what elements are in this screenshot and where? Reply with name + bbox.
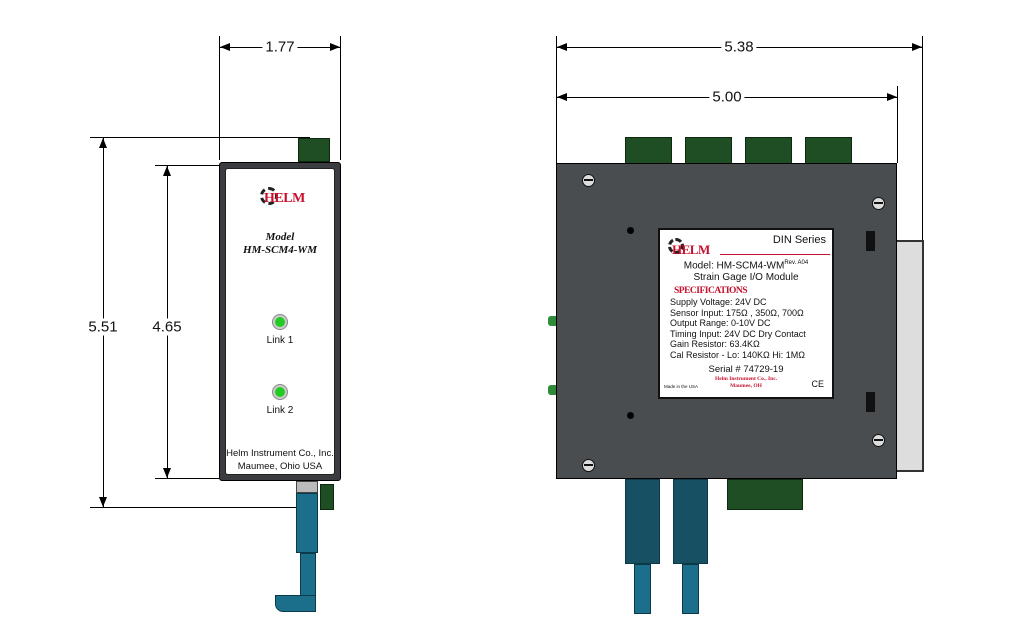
- spec-item: Output Range: 0-10V DC: [670, 318, 771, 328]
- label-company: Helm Instrument Co., Inc.: [714, 376, 778, 382]
- terminal-block: [745, 137, 792, 165]
- dim-text: 4.65: [149, 318, 185, 336]
- top-connector: [298, 138, 330, 162]
- made-in: Made in the USA: [664, 384, 699, 389]
- cable-boot: [296, 493, 318, 553]
- screw-icon: [872, 434, 885, 447]
- rj45-cable-boot: [625, 479, 660, 564]
- rj45-plug: [296, 481, 318, 493]
- serial-number: Serial # 74729-19: [708, 364, 784, 375]
- revision: Rev. A04: [784, 260, 809, 266]
- dim-text: 5.00: [709, 88, 745, 106]
- screw-icon: [582, 174, 595, 187]
- cable: [682, 564, 699, 614]
- led-link1-label: Link 1: [266, 335, 294, 346]
- side-housing: DIN Series HELM Model: HM-SCM4-WMRev. A0…: [556, 163, 897, 479]
- model-name: HM-SCM4-WM: [243, 244, 317, 256]
- screw-icon: [872, 197, 885, 210]
- led-link2: [273, 385, 287, 399]
- ce-mark: CE: [811, 379, 824, 389]
- terminal-block: [685, 137, 732, 165]
- module-name: Strain Gage I/O Module: [693, 272, 799, 284]
- spec-item: Cal Resistor - Lo: 140KΩ Hi: 1MΩ: [670, 349, 805, 360]
- model-name: Model: HM-SCM4-WM: [683, 260, 785, 272]
- helm-wheel-icon: [260, 187, 278, 205]
- spec-label: DIN Series HELM Model: HM-SCM4-WMRev. A0…: [658, 228, 834, 399]
- spec-title: SPECIFICATIONS: [674, 286, 748, 296]
- dim-text: 5.38: [721, 38, 757, 56]
- spec-item: Sensor Input: 175Ω , 350Ω, 700Ω: [670, 307, 804, 318]
- dim-text: 1.77: [262, 38, 298, 56]
- series-label: DIN Series: [772, 234, 826, 246]
- label-city: Maumee, OH: [730, 383, 762, 389]
- dim-text: 5.51: [85, 318, 121, 336]
- spec-item: Gain Resistor: 63.4KΩ: [670, 339, 760, 349]
- cable-bend: [275, 595, 316, 612]
- side-logo: HELM: [672, 242, 710, 257]
- front-panel: HELM Model HM-SCM4-WM Link 1 Link 2 Helm…: [225, 168, 335, 475]
- company-location: Maumee, Ohio USA: [237, 461, 323, 472]
- led-link2-label: Link 2: [266, 405, 294, 416]
- led-link1: [273, 315, 287, 329]
- bottom-terminal-block: [727, 479, 803, 510]
- helm-wheel-icon: [668, 238, 684, 254]
- spec-item: Timing Input: 24V DC Dry Contact: [670, 328, 806, 339]
- front-logo: HELM: [264, 191, 305, 206]
- front-housing: HELM Model HM-SCM4-WM Link 1 Link 2 Helm…: [219, 162, 341, 481]
- company-name: Helm Instrument Co., Inc.: [226, 448, 334, 459]
- terminal-block: [805, 137, 852, 165]
- model-label: Model: [265, 231, 295, 243]
- rj45-cable-boot: [673, 479, 708, 564]
- terminal-block: [625, 137, 672, 165]
- cable: [634, 564, 651, 614]
- spec-item: Supply Voltage: 24V DC: [670, 297, 767, 307]
- screw-icon: [582, 459, 595, 472]
- bottom-connector: [320, 484, 334, 510]
